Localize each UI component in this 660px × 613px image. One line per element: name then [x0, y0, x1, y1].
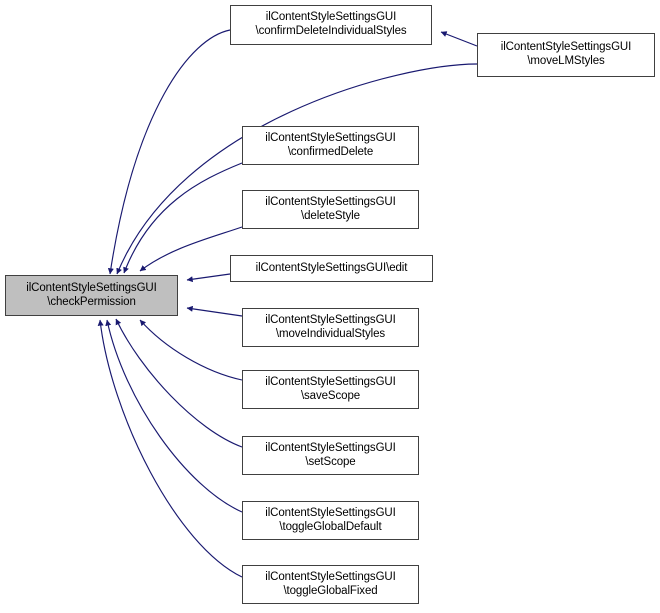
edge-toggleGlobalFixed-to-checkPermission: [97, 319, 243, 578]
graph-node-label: ilContentStyleSettingsGUI \deleteStyle: [265, 195, 396, 222]
graph-node-label: ilContentStyleSettingsGUI \moveLMStyles: [500, 41, 632, 67]
graph-node-confirmDeleteIndividualStyles[interactable]: ilContentStyleSettingsGUI \confirmDelete…: [230, 5, 432, 45]
graph-node-toggleGlobalDefault[interactable]: ilContentStyleSettingsGUI \toggleGlobalD…: [242, 501, 419, 540]
graph-node-deleteStyle[interactable]: ilContentStyleSettingsGUI \deleteStyle: [242, 190, 419, 229]
graph-node-edit[interactable]: ilContentStyleSettingsGUI\edit: [230, 255, 433, 282]
edge-edit-to-checkPermission: [186, 273, 231, 283]
edge-moveIndividualStyles-to-checkPermission: [186, 305, 243, 317]
graph-node-label: ilContentStyleSettingsGUI \toggleGlobalD…: [265, 506, 396, 533]
edge-moveLMStyles-to-confirmDeleteIndividualStyles: [440, 31, 478, 47]
graph-node-saveScope[interactable]: ilContentStyleSettingsGUI \saveScope: [242, 370, 419, 409]
graph-node-label: ilContentStyleSettingsGUI \setScope: [265, 441, 396, 468]
graph-node-label: ilContentStyleSettingsGUI \confirmedDele…: [265, 131, 396, 158]
edge-confirmedDelete-to-checkPermission: [123, 162, 243, 274]
graph-node-label: ilContentStyleSettingsGUI \toggleGlobalF…: [265, 570, 396, 597]
graph-node-label: ilContentStyleSettingsGUI \checkPermissi…: [26, 281, 157, 308]
graph-node-label: ilContentStyleSettingsGUI\edit: [255, 261, 408, 274]
graph-node-checkPermission[interactable]: ilContentStyleSettingsGUI \checkPermissi…: [5, 275, 178, 316]
graph-node-moveIndividualStyles[interactable]: ilContentStyleSettingsGUI \moveIndividua…: [242, 308, 419, 347]
graph-node-setScope[interactable]: ilContentStyleSettingsGUI \setScope: [242, 436, 419, 475]
graph-node-confirmedDelete[interactable]: ilContentStyleSettingsGUI \confirmedDele…: [242, 126, 419, 165]
edge-setScope-to-checkPermission: [115, 318, 243, 448]
edge-moveLMStyles-to-checkPermission: [116, 63, 478, 275]
graph-node-label: ilContentStyleSettingsGUI \confirmDelete…: [255, 11, 407, 37]
graph-node-moveLMStyles[interactable]: ilContentStyleSettingsGUI \moveLMStyles: [477, 33, 655, 77]
edge-saveScope-to-checkPermission: [139, 319, 243, 381]
graph-node-toggleGlobalFixed[interactable]: ilContentStyleSettingsGUI \toggleGlobalF…: [242, 565, 419, 604]
edge-deleteStyle-to-checkPermission: [139, 226, 243, 272]
graph-node-label: ilContentStyleSettingsGUI \moveIndividua…: [265, 313, 396, 340]
edge-toggleGlobalDefault-to-checkPermission: [105, 319, 243, 513]
graph-node-label: ilContentStyleSettingsGUI \saveScope: [265, 375, 396, 402]
edge-confirmDeleteIndividualStyles-to-checkPermission: [107, 29, 231, 275]
